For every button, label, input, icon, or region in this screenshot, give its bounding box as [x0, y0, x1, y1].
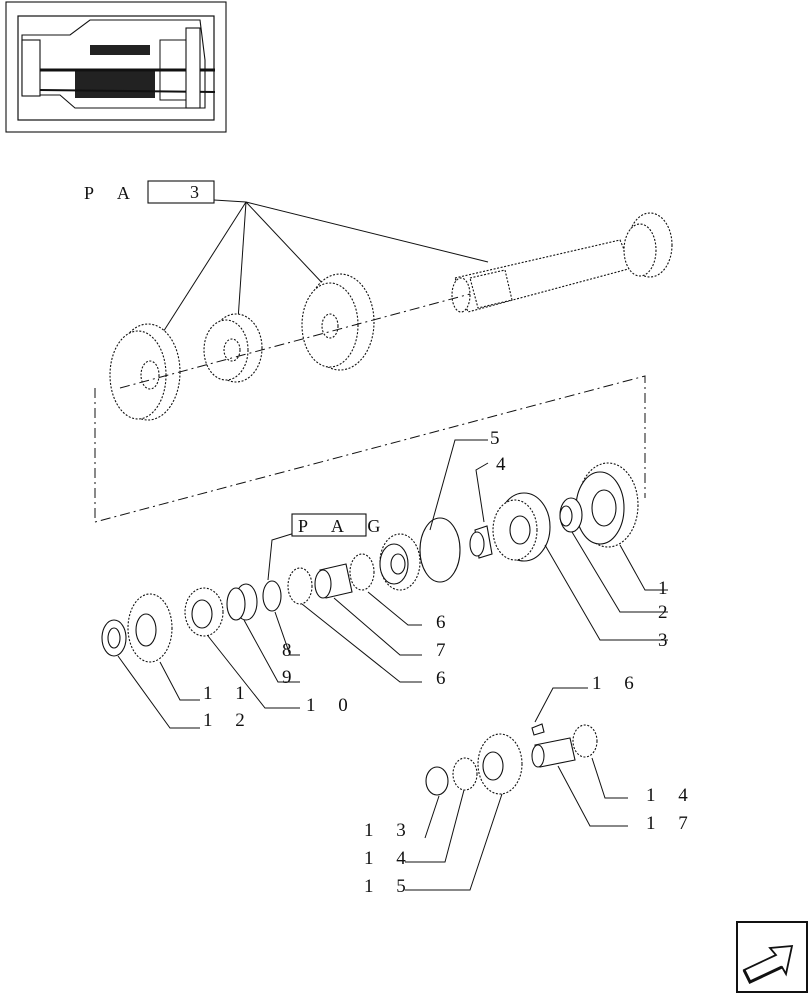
callout-15: 1 5 [364, 876, 415, 897]
callout-13: 1 3 [364, 820, 415, 841]
callout-5: 5 [490, 428, 509, 449]
main-shaft [451, 212, 673, 313]
bearing-part-14-right [572, 724, 598, 758]
pag-reference-top: P A G [84, 183, 176, 203]
key-part-16 [531, 723, 545, 736]
callout-4: 4 [496, 454, 515, 475]
synchro-part-3 [492, 492, 551, 562]
bearing-part-10 [184, 587, 224, 637]
callout-11: 1 1 [203, 683, 254, 704]
race-part-12 [101, 619, 127, 657]
shaft-part-17 [531, 737, 576, 768]
bearing-part-6 [287, 553, 375, 605]
washer-part-9 [226, 583, 258, 621]
gear-part-1 [575, 462, 639, 548]
transmission-overview-icon [5, 1, 227, 133]
callout-9: 9 [282, 667, 301, 688]
sleeve-part-7 [314, 563, 353, 599]
callout-6b: 6 [436, 668, 455, 689]
bearing-part-2 [559, 497, 583, 533]
upper-gear-right [301, 273, 375, 371]
callout-6a: 6 [436, 612, 455, 633]
callout-8: 8 [282, 640, 301, 661]
pag-reference-box [147, 180, 215, 204]
callout-16: 1 6 [592, 673, 643, 694]
callout-7: 7 [436, 640, 455, 661]
callout-14b: 1 4 [646, 785, 697, 806]
gear-part-11 [127, 593, 173, 663]
pag-reference-mid: P A G [298, 516, 390, 536]
upper-synchro-center [203, 313, 263, 383]
bearing-part-14-left [452, 757, 478, 791]
callout-14a: 1 4 [364, 848, 415, 869]
pag-reference-box-mid [291, 513, 367, 537]
pag-reference-top-number: 3 [190, 182, 209, 202]
snap-ring-part-8 [262, 580, 282, 612]
upper-gear-left [109, 323, 181, 421]
snap-ring-part-13 [425, 766, 449, 796]
gear-part-15 [477, 733, 523, 795]
gear-part-5 [379, 517, 461, 591]
spacer-part-4 [469, 525, 493, 559]
callout-12: 1 2 [203, 710, 254, 731]
callout-1: 1 [658, 578, 677, 599]
callout-3: 3 [658, 630, 677, 651]
callout-2: 2 [658, 602, 677, 623]
next-page-arrow-icon[interactable] [736, 921, 808, 993]
callout-10: 1 0 [306, 695, 357, 716]
callout-17: 1 7 [646, 813, 697, 834]
